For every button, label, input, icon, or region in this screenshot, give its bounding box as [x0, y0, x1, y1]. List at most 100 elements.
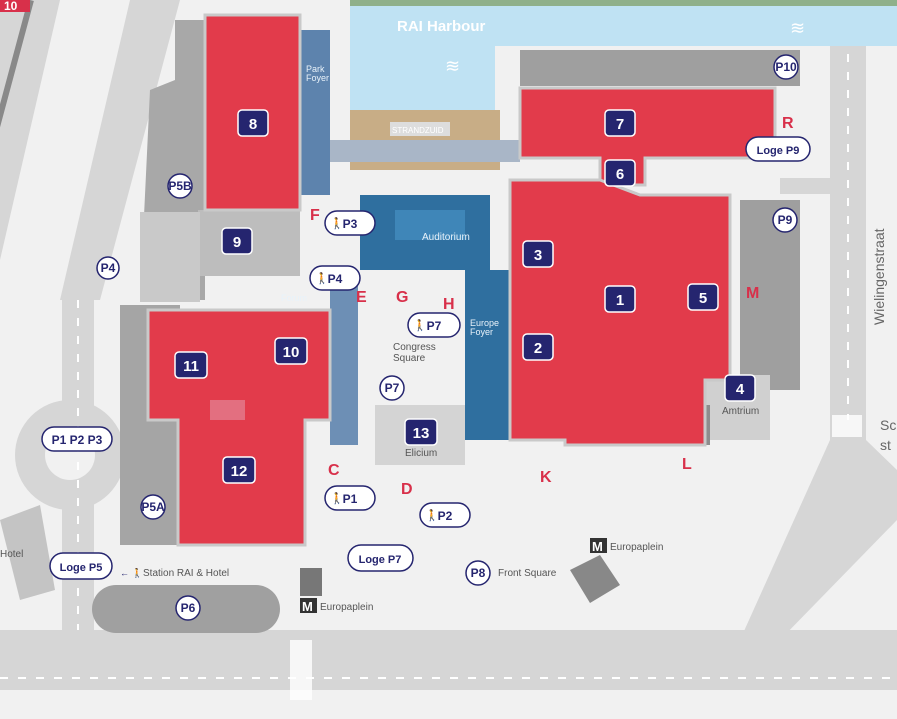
rai-harbour: RAI Harbour ≋ ≋ STRANDZUID [350, 0, 897, 170]
callout-walk-p4[interactable]: P4 [309, 265, 361, 291]
svg-text:P4: P4 [101, 261, 116, 275]
hotel-label: Hotel [0, 549, 23, 560]
hall-badge-10: 10 [274, 337, 308, 365]
parking-p6[interactable]: P6 [175, 595, 201, 621]
svg-text:Loge P9: Loge P9 [757, 145, 800, 157]
svg-text:🚶: 🚶 [413, 319, 427, 332]
callout-p1-p2-p3[interactable]: P1 P2 P3 [41, 426, 113, 452]
svg-text:P5A: P5A [141, 500, 165, 514]
hall-badge-5: 5 [687, 283, 719, 311]
callout-walk-p1[interactable]: P1 [324, 485, 376, 511]
route-badge-label: 10 [4, 0, 18, 13]
svg-text:9: 9 [233, 234, 241, 251]
entrance-g: G [396, 289, 408, 306]
parking-p9[interactable]: P9 [772, 207, 798, 233]
roads [0, 0, 897, 700]
svg-text:P9: P9 [778, 213, 793, 227]
hall-badge-9: 9 [221, 227, 253, 255]
entrance-f: F [310, 207, 320, 224]
svg-text:P6: P6 [181, 601, 196, 615]
front-square-label: Front Square [498, 568, 557, 579]
svg-text:6: 6 [616, 166, 624, 183]
europaplein-label: Europaplein [320, 602, 373, 613]
hall-badge-13: 13 [404, 418, 438, 446]
svg-text:11: 11 [183, 358, 199, 375]
forum-label: Forum [281, 293, 307, 303]
metro-icon-label: M [302, 599, 313, 614]
street-label: Wielingenstraat [871, 228, 887, 325]
street-label-cut: st [880, 437, 891, 453]
harbour-label: RAI Harbour [397, 18, 486, 35]
hall-badge-8: 8 [237, 109, 269, 137]
parking-p5b[interactable]: P5B [167, 173, 193, 199]
svg-text:P7: P7 [385, 381, 400, 395]
svg-text:P1: P1 [343, 492, 358, 506]
svg-text:P7: P7 [427, 319, 442, 333]
svg-text:P4: P4 [328, 272, 343, 286]
svg-text:Loge P5: Loge P5 [60, 562, 103, 574]
street-label-cut: Sc [880, 417, 896, 433]
congress-square-label: Congress [393, 342, 436, 353]
svg-text:P10: P10 [775, 60, 797, 74]
callout-loge-p5[interactable]: Loge P5 [49, 552, 113, 580]
svg-text:5: 5 [699, 290, 707, 307]
amtrium-label: Amtrium [722, 406, 759, 417]
parking-p4[interactable]: P4 [96, 256, 120, 280]
hall-badge-4: 4 [724, 374, 756, 402]
elicium-label: Elicium [405, 448, 437, 459]
waves-icon: ≋ [445, 56, 460, 76]
svg-text:12: 12 [231, 463, 248, 480]
entrance-k: K [540, 469, 552, 486]
entrance-d: D [401, 481, 413, 498]
svg-text:🚶: 🚶 [330, 217, 344, 230]
svg-text:3: 3 [534, 247, 542, 264]
svg-text:P8: P8 [471, 566, 486, 580]
svg-text:8: 8 [249, 116, 257, 133]
svg-text:13: 13 [413, 425, 430, 442]
svg-text:7: 7 [616, 116, 624, 133]
parking-p5a[interactable]: P5A [140, 494, 166, 520]
auditorium-label: Auditorium [422, 232, 470, 243]
park-foyer-label: Park [306, 64, 325, 74]
metro-icon [300, 598, 317, 613]
walk-arrow-icon: ← 🚶 [120, 567, 143, 578]
svg-text:4: 4 [736, 381, 745, 398]
entrance-h: H [443, 296, 455, 313]
callout-walk-p7[interactable]: P7 [407, 312, 461, 338]
svg-text:2: 2 [534, 340, 542, 357]
svg-text:🚶: 🚶 [330, 492, 344, 505]
entrance-e: E [356, 289, 367, 306]
entrance-r: R [782, 115, 794, 132]
europaplein-label: Europaplein [610, 542, 663, 553]
hall-badge-7: 7 [604, 109, 636, 137]
svg-text:P3: P3 [343, 217, 358, 231]
park-foyer-label: Foyer [306, 73, 329, 83]
metro-icon [590, 538, 607, 553]
station-label: Station RAI & Hotel [143, 568, 229, 579]
europe-foyer-label: Foyer [470, 327, 493, 337]
callout-loge-p9[interactable]: Loge P9 [745, 136, 811, 162]
svg-text:1: 1 [616, 292, 624, 309]
entrance-l: L [682, 456, 692, 473]
waves-icon: ≋ [790, 18, 805, 38]
parking-p8[interactable]: P8 [465, 560, 491, 586]
callout-loge-p7[interactable]: Loge P7 [347, 544, 414, 572]
hall-badge-3: 3 [522, 240, 554, 268]
parking-p10[interactable]: P10 [773, 54, 799, 80]
congress-square-label: Square [393, 353, 426, 364]
europe-foyer-label: Europe [470, 318, 499, 328]
pedestrian-icons: 🚶🚶🚶 🚶🚶 [315, 217, 439, 522]
svg-text:P5B: P5B [168, 179, 192, 193]
hall-badge-1: 1 [604, 285, 636, 313]
entrance-c: C [328, 462, 340, 479]
parking-p7-pedestrian[interactable]: P7 [379, 375, 405, 401]
hall-badge-2: 2 [522, 333, 554, 361]
callout-walk-p3[interactable]: P3 [324, 210, 376, 236]
svg-text:Loge P7: Loge P7 [359, 554, 402, 566]
route-badge [0, 0, 30, 12]
entrance-m: M [746, 285, 759, 302]
callout-walk-p2[interactable]: P2 [419, 502, 471, 528]
hall-badge-6: 6 [604, 159, 636, 187]
svg-text:P2: P2 [438, 509, 453, 523]
